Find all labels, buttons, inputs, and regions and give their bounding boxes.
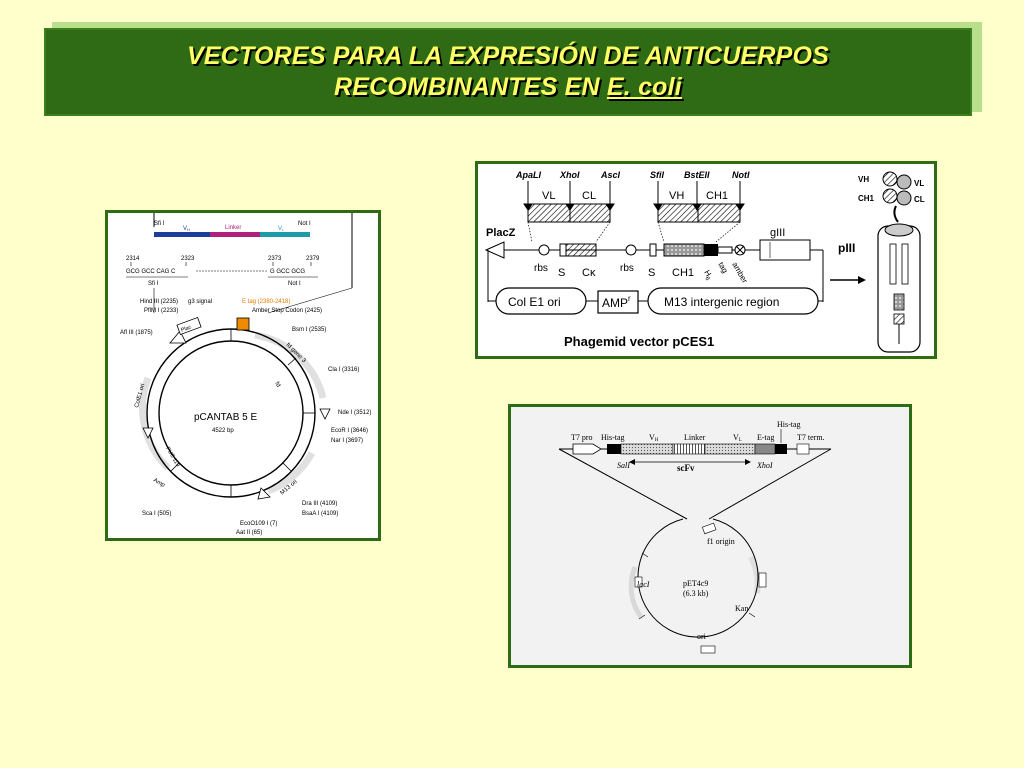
pcantab-map-panel: Sfi I Not I VH Linker VL 2314 2323 2373 … <box>105 210 381 541</box>
bsteii-label: BstEII <box>684 170 710 180</box>
title-organism: E. coli <box>606 73 682 101</box>
seq-right: G GCC GCG <box>270 269 305 275</box>
asci-label: AscI <box>600 170 621 180</box>
title-line-1: VECTORES PARA LA EXPRESIÓN DE ANTICUERPO… <box>186 42 830 70</box>
tag-label: tag <box>716 261 729 275</box>
ch1-box-label: CH1 <box>706 190 728 202</box>
his-tag-top-label: His-tag <box>777 420 801 429</box>
ch1-lower-label: CH1 <box>672 267 694 279</box>
pcantab-map: Sfi I Not I VH Linker VL 2314 2323 2373 … <box>120 213 371 536</box>
apali-label: ApaLI <box>515 170 542 180</box>
phage-vh-label: VH <box>858 175 869 184</box>
nar-label: Nar I (3697) <box>331 438 363 444</box>
plac-label: Plac <box>180 324 192 333</box>
rbs2-label: rbs <box>620 263 634 274</box>
title-line-2-prefix: RECOMBINANTES EN <box>334 73 607 101</box>
pet4c9-diagram: T7 pro His-tag VH Linker VL E-tag His-ta… <box>558 420 832 654</box>
m13-region-label: M13 intergenic region <box>664 295 779 309</box>
fd-label: fd <box>273 381 281 388</box>
top-not-label: Not I <box>298 221 311 227</box>
vh-box-label: VH <box>669 190 684 202</box>
pet-size: (6.3 kb) <box>683 589 709 598</box>
ck-label: Cκ <box>582 267 596 279</box>
vh-label: VH <box>183 226 190 232</box>
pos-2373: 2373 <box>268 256 282 262</box>
xhoi-label-c: XhoI <box>756 461 773 470</box>
eco0109-label: EcoO109 I (7) <box>240 521 277 527</box>
aat-label: Aat II (65) <box>236 530 262 536</box>
amber-label: Amber Stop Codon (2425) <box>252 308 322 314</box>
piii-label: pIII <box>838 241 855 255</box>
kan-label: Kan <box>735 604 748 613</box>
vl-label: VL <box>278 226 285 232</box>
rbs1-label: rbs <box>534 263 548 274</box>
cole1-ori-label: Col E1 ori <box>508 295 561 309</box>
sfi-site-label: Sfi I <box>148 281 159 287</box>
laci-label: lacI <box>637 580 650 589</box>
amp-label: Amp <box>152 478 166 490</box>
g3-signal-label: g3 signal <box>188 299 212 305</box>
pflm-label: PflM I (2233) <box>144 308 178 314</box>
t7pro-label: T7 pro <box>571 433 593 442</box>
title-banner: VECTORES PARA LA EXPRESIÓN DE ANTICUERPO… <box>44 28 972 116</box>
t7term-label: T7 term. <box>797 433 825 442</box>
dra-label: Dra III (4109) <box>302 501 337 507</box>
ecor1-label: EcoR I (3646) <box>331 428 368 434</box>
phage-vl-label: VL <box>914 179 924 188</box>
xhoi-label: XhoI <box>559 170 580 180</box>
pces1-caption: Phagemid vector pCES1 <box>564 334 714 349</box>
pos-2323: 2323 <box>181 256 195 262</box>
sca-label: Sca I (505) <box>142 511 171 517</box>
pces1-panel: ApaLI XhoI AscI SfiI BstEII NotI VL CL V… <box>475 161 937 359</box>
cla-label: Cla I (3316) <box>328 367 359 373</box>
top-sfi-label: Sfi I <box>154 221 165 227</box>
pet4c9-panel: T7 pro His-tag VH Linker VL E-tag His-ta… <box>508 404 912 668</box>
seq-left: GCG GCC CAG C <box>126 269 176 275</box>
vl-box-label: VL <box>542 190 555 202</box>
etag-box <box>236 317 250 331</box>
hind-label: Hind III (2235) <box>140 299 178 305</box>
plasmid-name: pCANTAB 5 E <box>194 412 257 423</box>
pces1-diagram: ApaLI XhoI AscI SfiI BstEII NotI VL CL V… <box>484 170 925 353</box>
pet-name: pET4c9 <box>683 579 708 588</box>
h6-label: H6 <box>701 269 715 283</box>
plasmid-size: 4522 bp <box>212 428 234 434</box>
afl3-label: Afl III (1875) <box>120 330 153 336</box>
bsm-label: Bsm I (2535) <box>292 327 326 333</box>
ampr-label: AMPr <box>602 294 631 310</box>
sfii-label: SfiI <box>650 170 665 180</box>
ori-label: ori <box>697 632 707 641</box>
placz-label: PlacZ <box>486 227 516 239</box>
noti-label: NotI <box>732 170 750 180</box>
pet-vh-label: VH <box>649 433 659 443</box>
gene3-label: fd gene 3 <box>285 342 307 364</box>
amber-label-b: amber <box>730 261 749 285</box>
phage-ch1-label: CH1 <box>858 194 875 203</box>
sali-label: SalI <box>617 461 630 470</box>
his-tag-label: His-tag <box>601 433 625 442</box>
nde-label: Nde I (3512) <box>338 410 371 416</box>
pos-2314: 2314 <box>126 256 140 262</box>
s1-label: S <box>558 267 565 279</box>
bsaa-label: BsaA I (4109) <box>302 511 338 517</box>
linker-label: Linker <box>225 225 241 231</box>
s2-label: S <box>648 267 655 279</box>
not-site-label: Not I <box>288 281 301 287</box>
pet-linker-label: Linker <box>684 433 706 442</box>
phage-cl-label: CL <box>914 195 925 204</box>
pos-2379: 2379 <box>306 256 320 262</box>
cl-box-label: CL <box>582 190 596 202</box>
scfv-label: scFv <box>677 463 695 473</box>
pet-etag-label: E-tag <box>757 433 774 442</box>
pet-vl-label: VL <box>733 433 742 443</box>
title-line-2: RECOMBINANTES EN E. coli <box>334 72 682 103</box>
f1-origin-label: f1 origin <box>707 537 735 546</box>
etag-label: E tag (2380-2418) <box>242 299 290 305</box>
giii-label: gIII <box>770 227 785 239</box>
